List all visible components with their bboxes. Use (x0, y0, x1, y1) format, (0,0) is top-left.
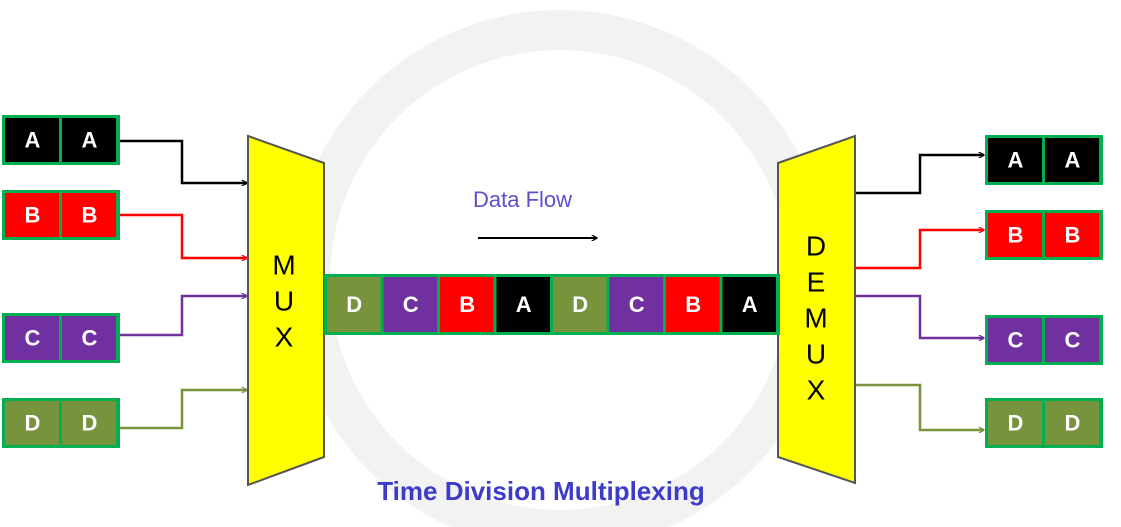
cell-B (988, 213, 1042, 257)
cell-A (1045, 138, 1099, 182)
cell-D (62, 401, 116, 445)
cell-label: A (82, 128, 98, 153)
diagram-title: Time Division Multiplexing (377, 476, 704, 506)
demux-block (777, 134, 856, 485)
cell-label: A (1065, 148, 1081, 173)
cell-C (988, 318, 1042, 362)
demux-letter: E (807, 267, 826, 298)
cell-label: C (25, 326, 41, 351)
cell-C (62, 316, 116, 360)
cell-label: B (685, 292, 701, 317)
cell-B (1045, 213, 1099, 257)
input-line-c (120, 296, 247, 337)
cell-label: C (403, 292, 419, 317)
mux-block (247, 134, 325, 487)
cell-label: B (459, 292, 475, 317)
cell-label: A (25, 128, 41, 153)
cell-label: D (572, 292, 588, 317)
output-line-c (855, 294, 984, 338)
cell-A (5, 118, 59, 162)
demux-letter: M (804, 303, 827, 334)
output-line-b (855, 230, 984, 270)
input-line-a (120, 139, 247, 183)
cell-label: B (1008, 223, 1024, 248)
cell-C (1045, 318, 1099, 362)
cell-label: A (742, 292, 758, 317)
cell-C (609, 277, 663, 332)
cell-label: B (25, 203, 41, 228)
data-flow-label: Data Flow (473, 187, 572, 212)
cell-label: C (1008, 328, 1024, 353)
cell-D (988, 401, 1042, 445)
cell-A (62, 118, 116, 162)
cell-A (988, 138, 1042, 182)
cell-D (553, 277, 607, 332)
cell-A (722, 277, 776, 332)
cell-label: A (516, 292, 532, 317)
mux-letter: M (272, 250, 295, 281)
output-line-d (855, 383, 984, 430)
cell-B (5, 193, 59, 237)
cell-label: B (82, 203, 98, 228)
output-line-a (855, 155, 984, 195)
cell-A (496, 277, 550, 332)
cell-label: C (629, 292, 645, 317)
input-line-d (120, 390, 247, 430)
cell-label: D (1008, 411, 1024, 436)
cell-C (383, 277, 437, 332)
demux-letter: X (807, 375, 826, 406)
cell-label: C (1065, 328, 1081, 353)
cell-label: D (346, 292, 362, 317)
demux-letter: U (806, 339, 826, 370)
demux-letter: D (806, 231, 826, 262)
input-line-b (120, 213, 247, 258)
cell-B (62, 193, 116, 237)
cell-label: D (1065, 411, 1081, 436)
cell-B (440, 277, 494, 332)
cell-label: A (1008, 148, 1024, 173)
cell-label: C (82, 326, 98, 351)
cell-D (5, 401, 59, 445)
mux-letter: U (274, 286, 294, 317)
cell-label: B (1065, 223, 1081, 248)
cell-label: D (82, 411, 98, 436)
cell-D (327, 277, 381, 332)
cell-C (5, 316, 59, 360)
cell-D (1045, 401, 1099, 445)
mux-letter: X (275, 322, 294, 353)
cell-B (666, 277, 720, 332)
cell-label: D (25, 411, 41, 436)
